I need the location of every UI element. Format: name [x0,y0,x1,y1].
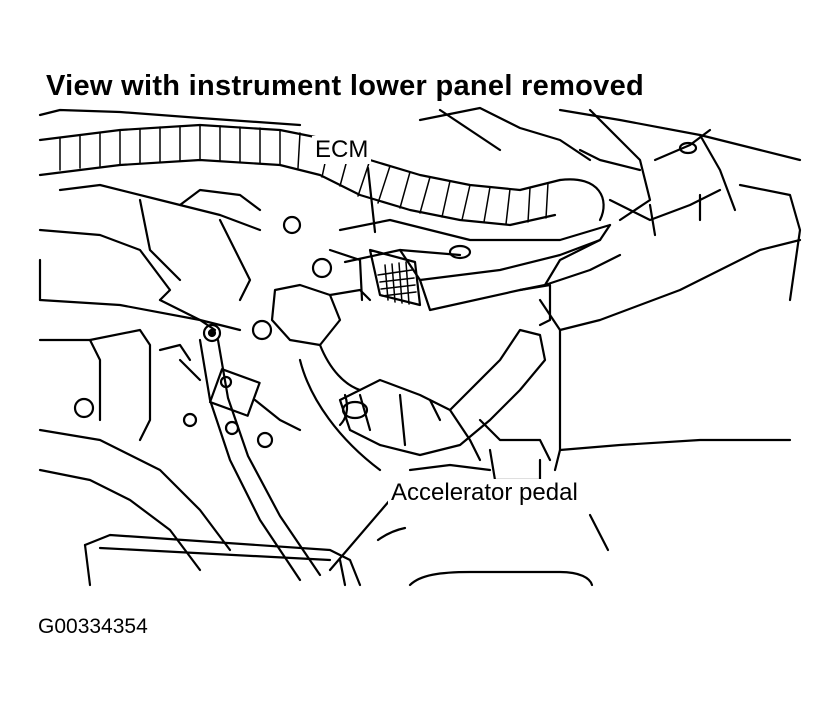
accelerator-pedal-pad [83,533,362,587]
pedal-leader-curve [376,526,407,542]
diagram-title: View with instrument lower panel removed [46,70,645,102]
accelerator-pedal-label: Accelerator pedal [388,479,581,507]
ecm-label: ECM [312,136,372,164]
center-hoses [270,283,547,472]
left-panel [38,183,333,572]
ecm-leader-line [366,166,377,234]
wire-harness [38,123,605,227]
pedal-leader-line-2 [588,513,610,552]
pedal-assembly [178,338,322,582]
pedal-leader-line-1 [328,498,392,572]
dashboard-structure [38,106,802,302]
figure-id: G00334354 [38,615,148,638]
ecm-unit [328,218,622,327]
right-floor [408,238,802,587]
